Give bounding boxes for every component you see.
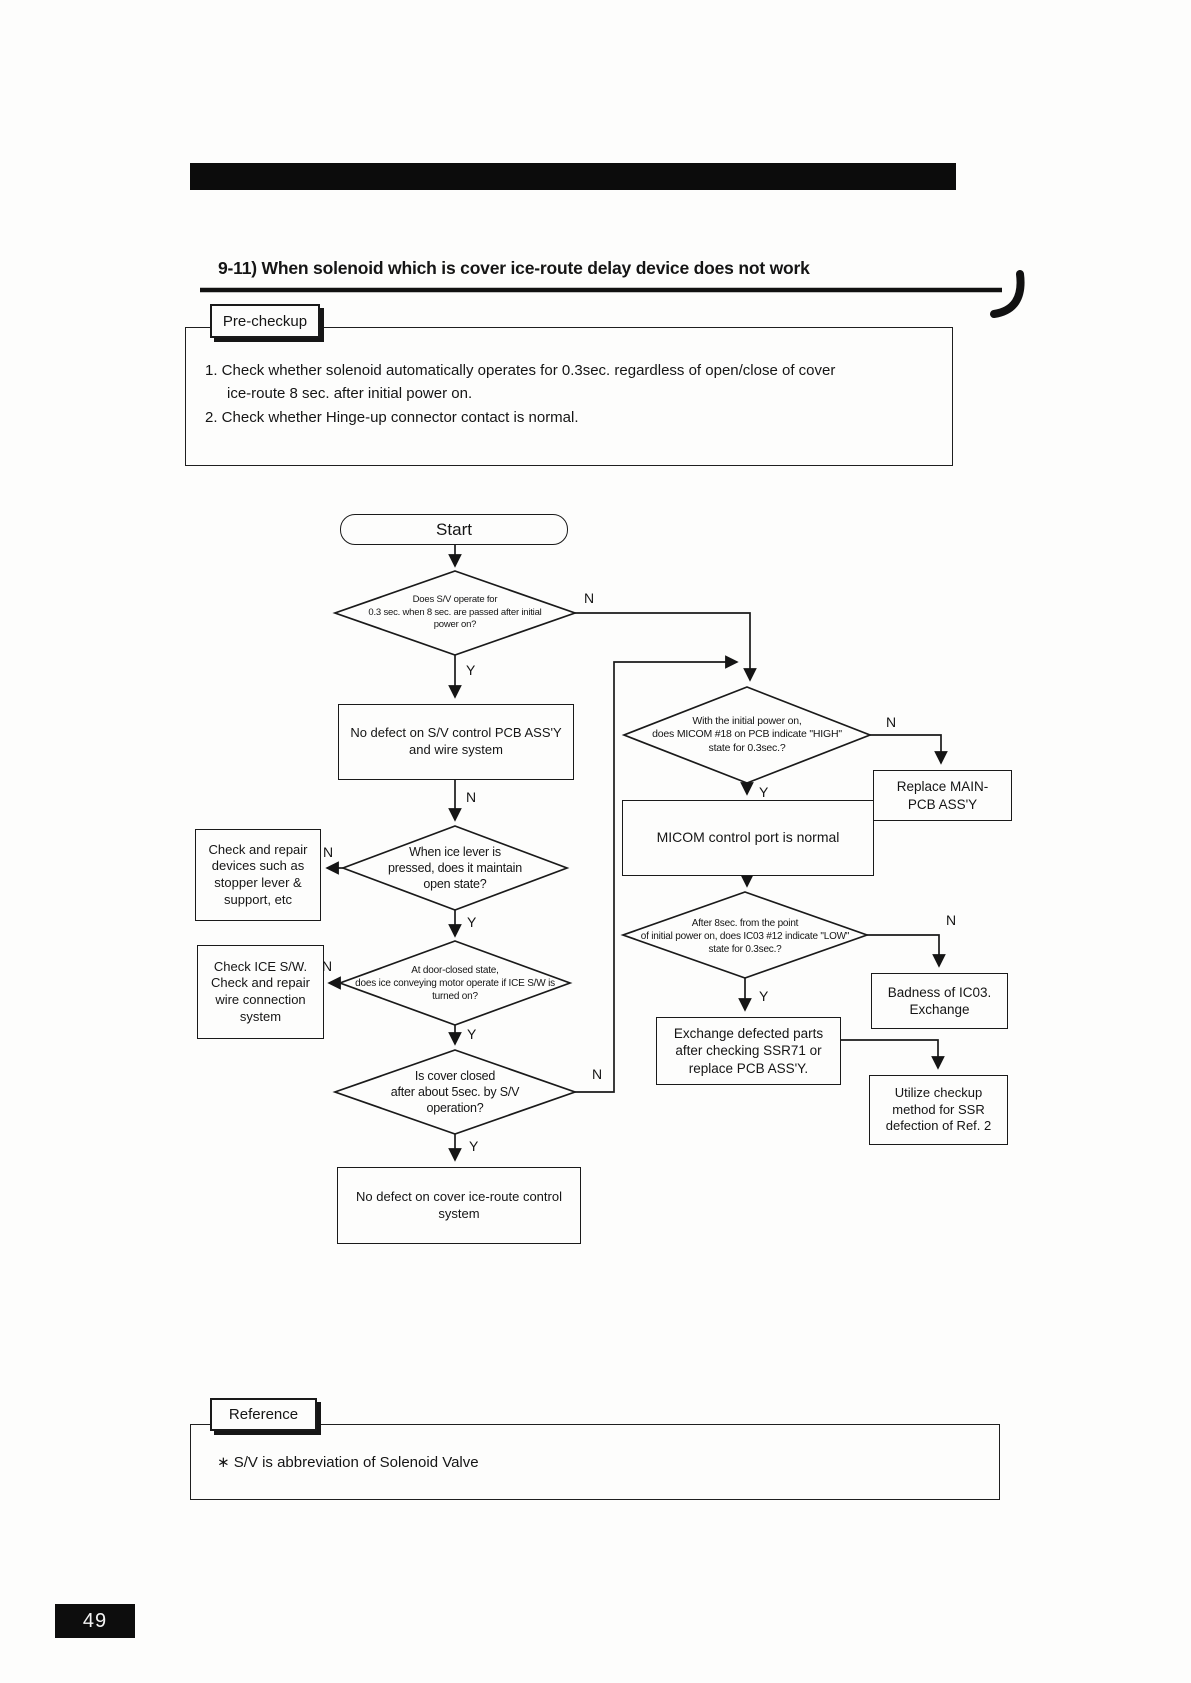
decision-micom18-high-shape xyxy=(621,686,873,784)
branch-label-no: N xyxy=(322,958,333,974)
branch-label-yes: Y xyxy=(759,988,769,1004)
process-badness-ic03: Badness of IC03. Exchange xyxy=(871,973,1008,1029)
connector-d4-loop-no xyxy=(575,655,739,1093)
decision-cover-closed-label: Is cover closed after about 5sec. by S/V… xyxy=(390,1068,520,1116)
flow-start-node: Start xyxy=(340,514,568,545)
process-no-defect-cover: No defect on cover ice-route control sys… xyxy=(337,1167,581,1244)
process-exchange-ssr71: Exchange defected parts after checking S… xyxy=(656,1017,841,1085)
branch-label-yes: Y xyxy=(467,914,477,930)
decision-sv-operate-label: Does S/V operate for 0.3 sec. when 8 sec… xyxy=(368,594,542,631)
reference-note: ∗ S/V is abbreviation of Solenoid Valve xyxy=(217,1454,479,1471)
branch-label-no: N xyxy=(466,789,477,805)
branch-label-no: N xyxy=(592,1066,603,1082)
reference-box: ∗ S/V is abbreviation of Solenoid Valve xyxy=(190,1424,1000,1500)
decision-ic03-low-label: After 8sec. from the point of initial po… xyxy=(640,917,850,955)
pre-checkup-box xyxy=(185,327,953,466)
pre-checkup-item: 2. Check whether Hinge-up connector cont… xyxy=(205,409,579,426)
reference-tab-label: Reference xyxy=(228,1406,299,1423)
connector-p8-p9 xyxy=(838,1039,945,1070)
pre-checkup-item: 1. Check whether solenoid automatically … xyxy=(205,362,836,402)
decision-ice-lever-shape xyxy=(340,825,570,911)
process-utilize-checkup-ssr: Utilize checkup method for SSR defection… xyxy=(869,1075,1008,1145)
branch-label-no: N xyxy=(886,714,897,730)
pre-checkup-items: 1. Check whether solenoid automatically … xyxy=(205,360,935,432)
process-no-defect-sv-pcb: No defect on S/V control PCB ASS'Y and w… xyxy=(338,704,574,780)
pre-checkup-tab: Pre-checkup xyxy=(210,304,320,338)
decision-micom18-high-label: With the initial power on, does MICOM #1… xyxy=(652,714,842,754)
branch-label-yes: Y xyxy=(467,1026,477,1042)
branch-label-no: N xyxy=(323,844,334,860)
process-micom-port-normal: MICOM control port is normal xyxy=(622,800,874,876)
connector-d5-p5-no xyxy=(870,734,948,765)
decision-ic03-low-shape xyxy=(620,891,870,979)
branch-label-no: N xyxy=(946,912,957,928)
connector-d6-p7-no xyxy=(867,934,946,968)
decision-ice-sw-motor-label: At door-closed state, does ice conveying… xyxy=(355,964,555,1002)
title-hook xyxy=(990,270,1025,318)
connector-d1-d5-no xyxy=(575,612,757,682)
page-title: 9-11) When solenoid which is cover ice-r… xyxy=(218,258,810,278)
branch-label-no: N xyxy=(584,590,595,606)
pre-checkup-tab-label: Pre-checkup xyxy=(222,312,308,330)
decision-ice-sw-motor-shape xyxy=(337,940,573,1026)
header-bar xyxy=(190,163,956,190)
reference-tab: Reference xyxy=(210,1398,317,1431)
page-number: 49 xyxy=(55,1604,135,1638)
process-check-stopper-lever: Check and repair devices such as stopper… xyxy=(195,829,321,921)
title-underline-swoosh xyxy=(200,270,1025,318)
branch-label-yes: Y xyxy=(469,1138,479,1154)
decision-ice-lever-label: When ice lever is pressed, does it maint… xyxy=(388,844,522,892)
branch-label-yes: Y xyxy=(466,662,476,678)
process-replace-main-pcb: Replace MAIN- PCB ASS'Y xyxy=(873,770,1012,821)
decision-cover-closed-shape xyxy=(332,1049,578,1135)
branch-label-yes: Y xyxy=(759,784,769,800)
process-check-ice-sw: Check ICE S/W. Check and repair wire con… xyxy=(197,945,324,1039)
decision-sv-operate-shape xyxy=(332,570,578,656)
